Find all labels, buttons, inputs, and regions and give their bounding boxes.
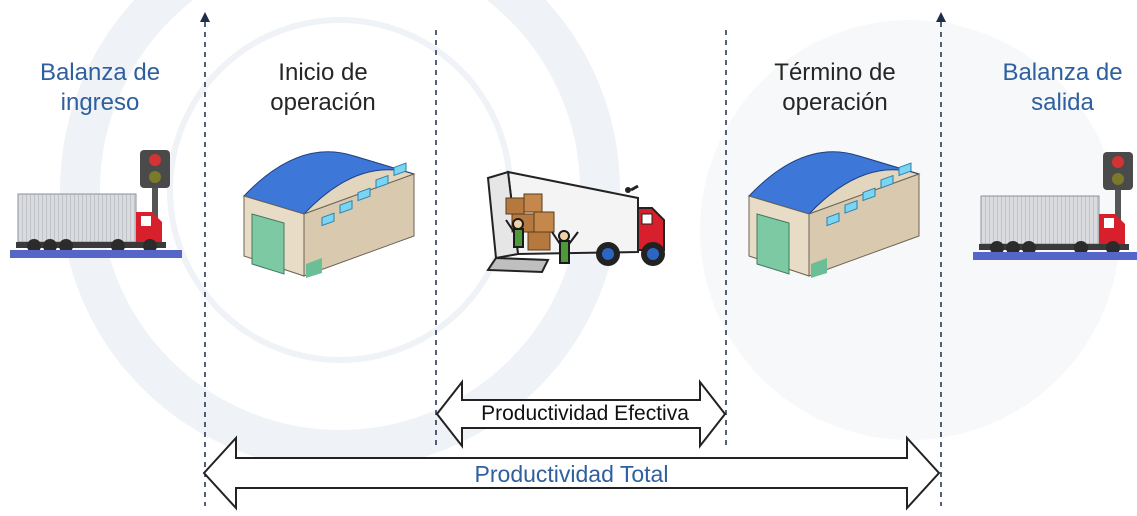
- stage-boundaries: [204, 22, 942, 506]
- unloading-truck-icon: [486, 170, 665, 274]
- total-productivity-arrow: [202, 435, 941, 511]
- label-exit-scale-line2: salida: [1031, 89, 1094, 116]
- label-entry-scale-line2: ingreso: [60, 89, 140, 116]
- traffic-light-icon: [140, 150, 170, 188]
- label-operation-end-line2: operación: [782, 89, 888, 116]
- traffic-light-icon: [1103, 152, 1133, 190]
- truck-on-scale-icon: [973, 152, 1137, 260]
- warehouse-icon: [747, 151, 921, 278]
- label-effective-productivity: Productividad Efectiva: [481, 402, 689, 425]
- effective-productivity-arrow: [435, 379, 727, 449]
- label-operation-end: Término de operación: [750, 58, 920, 118]
- label-entry-scale-line1: Balanza de: [39, 59, 161, 86]
- truck-on-scale-icon: [10, 150, 182, 258]
- boundary-arrowheads: [200, 12, 946, 22]
- label-entry-scale: Balanza de ingreso: [20, 58, 180, 118]
- warehouse-icon: [242, 151, 416, 278]
- label-total-productivity: Productividad Total: [474, 461, 669, 487]
- label-exit-scale: Balanza de salida: [990, 58, 1135, 118]
- label-operation-start-line1: Inicio de: [278, 59, 368, 86]
- label-exit-scale-line1: Balanza de: [1002, 59, 1123, 86]
- label-operation-end-line1: Término de: [774, 59, 896, 86]
- label-operation-start: Inicio de operación: [243, 58, 403, 118]
- label-operation-start-line2: operación: [270, 89, 376, 116]
